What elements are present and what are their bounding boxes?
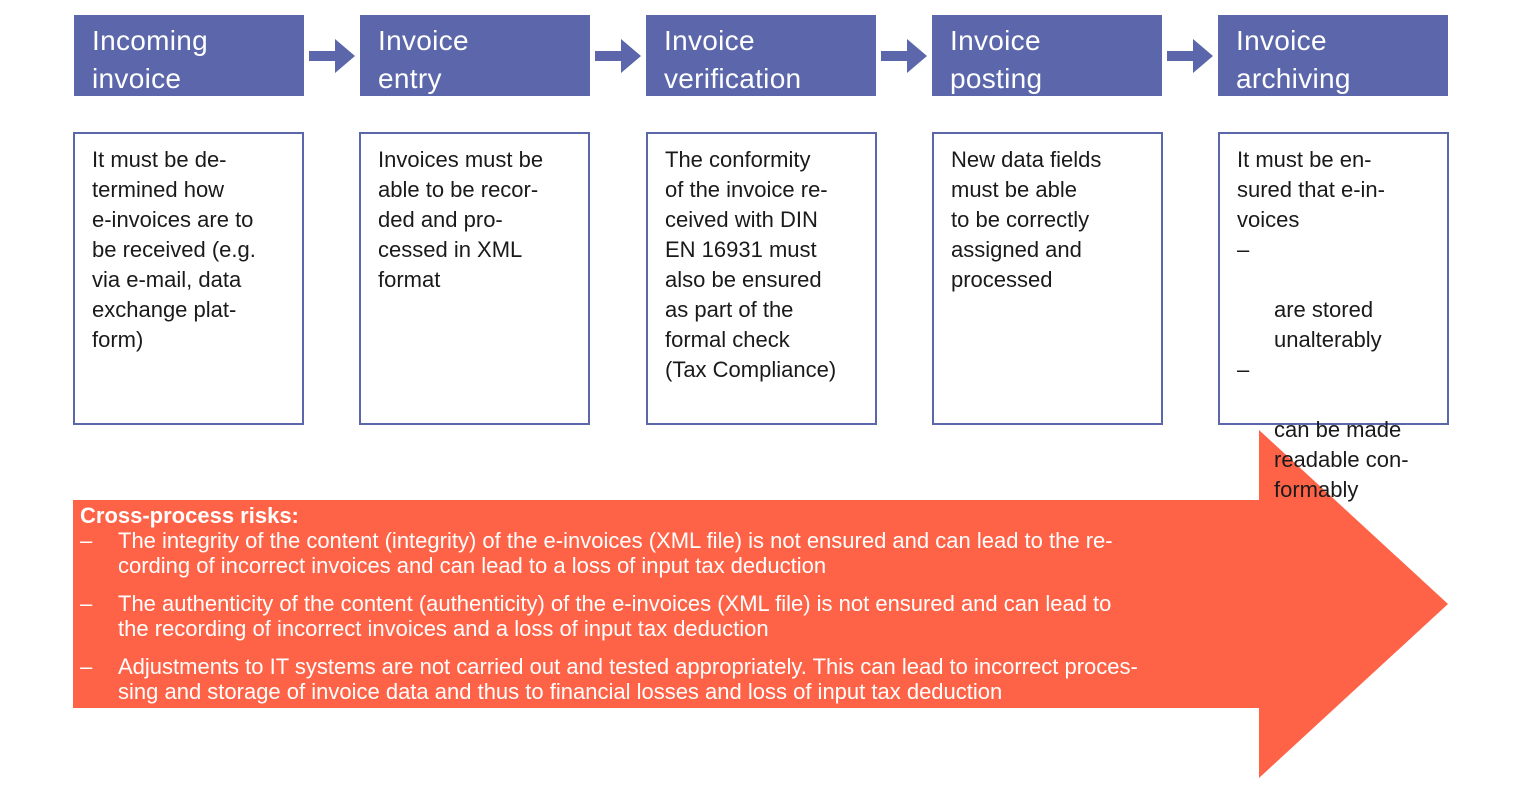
list-item: – The authenticity of the content (authe…: [80, 591, 1320, 641]
archiving-bullet-list: – are stored unalterably – can be made r…: [1237, 235, 1437, 505]
bullet-dash: –: [80, 654, 93, 679]
bullet-dash: –: [80, 528, 93, 553]
cross-process-risks: Cross-process risks: – The integrity of …: [80, 503, 1320, 717]
list-item: – The integrity of the content (integrit…: [80, 528, 1320, 578]
risks-title: Cross-process risks:: [80, 503, 299, 528]
description-incoming-invoice: It must be de- termined how e-invoices a…: [73, 132, 304, 425]
flow-arrow-icon: [881, 39, 927, 73]
bullet-dash: –: [80, 591, 93, 616]
flow-arrow-icon: [309, 39, 355, 73]
description-invoice-entry: Invoices must be able to be recor- ded a…: [359, 132, 590, 425]
description-invoice-verification: The conformity of the invoice re- ceived…: [646, 132, 877, 425]
description-text: It must be en- sured that e-in- voices: [1237, 147, 1385, 232]
flow-arrow-icon: [1167, 39, 1213, 73]
risk-arrow-shape: [73, 430, 1448, 778]
description-invoice-archiving: It must be en- sured that e-in- voices –…: [1218, 132, 1449, 502]
list-item: – can be made readable con- formably: [1237, 355, 1437, 505]
bullet-text: are stored unalterably: [1274, 297, 1382, 352]
bullet-text: can be made readable con- formably: [1274, 417, 1409, 502]
stage-invoice-entry: Invoice entry: [360, 15, 590, 96]
stage-invoice-posting: Invoice posting: [932, 15, 1162, 96]
risk-text: The integrity of the content (integrity)…: [118, 528, 1113, 578]
list-item: – Adjustments to IT systems are not carr…: [80, 654, 1320, 704]
stage-invoice-verification: Invoice verification: [646, 15, 876, 96]
description-text: New data fields must be able to be corre…: [951, 147, 1102, 292]
description-text: It must be de- termined how e-invoices a…: [92, 147, 256, 352]
stage-incoming-invoice: Incoming invoice: [74, 15, 304, 96]
flow-arrow-icon: [595, 39, 641, 73]
stage-invoice-archiving: Invoice archiving: [1218, 15, 1448, 96]
list-item: – are stored unalterably: [1237, 235, 1437, 355]
description-invoice-posting: New data fields must be able to be corre…: [932, 132, 1163, 425]
risk-text: Adjustments to IT systems are not carrie…: [118, 654, 1138, 704]
description-text: Invoices must be able to be recor- ded a…: [378, 147, 544, 292]
risk-text: The authenticity of the content (authent…: [118, 591, 1112, 641]
risk-list: – The integrity of the content (integrit…: [80, 528, 1320, 704]
bullet-dash: –: [1237, 357, 1250, 382]
description-text: The conformity of the invoice re- ceived…: [665, 147, 837, 382]
bullet-dash: –: [1237, 237, 1250, 262]
